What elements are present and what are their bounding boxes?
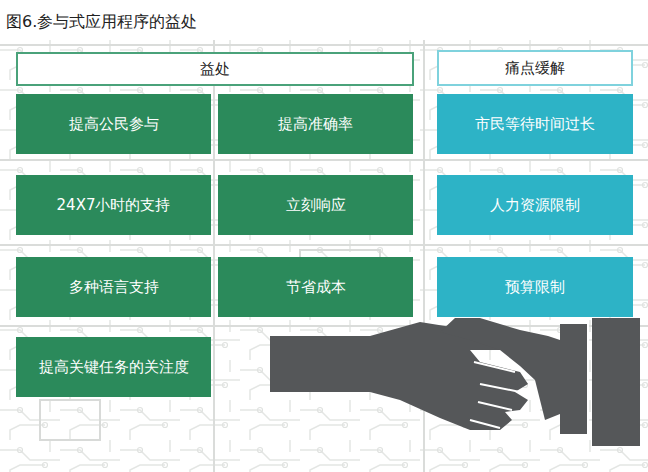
pain-point-box: 人力资源限制 xyxy=(437,175,633,235)
header-box: 益处 xyxy=(16,52,414,86)
box-label: 预算限制 xyxy=(505,278,565,297)
benefit-box: 立刻响应 xyxy=(218,175,413,235)
benefit-box: 提高公民参与 xyxy=(16,94,211,154)
benefit-box: 节省成本 xyxy=(218,257,413,317)
box-label: 市民等待时间过长 xyxy=(475,115,595,134)
benefit-box: 提高准确率 xyxy=(218,94,413,154)
box-label: 提高公民参与 xyxy=(69,115,159,134)
box-label: 痛点缓解 xyxy=(505,59,565,78)
benefit-box: 提高关键任务的关注度 xyxy=(16,337,211,397)
box-label: 提高关键任务的关注度 xyxy=(39,358,189,377)
header-box: 痛点缓解 xyxy=(437,50,633,86)
benefit-box: 多种语言支持 xyxy=(16,257,211,317)
figure-title: 图6.参与式应用程序的益处 xyxy=(6,12,197,33)
box-label: 多种语言支持 xyxy=(69,278,159,297)
pain-point-box: 预算限制 xyxy=(437,257,633,317)
box-label: 24X7小时的支持 xyxy=(57,196,171,215)
box-label: 提高准确率 xyxy=(278,115,353,134)
benefit-box: 24X7小时的支持 xyxy=(16,175,211,235)
box-label: 节省成本 xyxy=(286,278,346,297)
box-label: 人力资源限制 xyxy=(490,196,580,215)
pain-point-box: 市民等待时间过长 xyxy=(437,94,633,154)
box-label: 益处 xyxy=(200,60,230,79)
box-label: 立刻响应 xyxy=(286,196,346,215)
